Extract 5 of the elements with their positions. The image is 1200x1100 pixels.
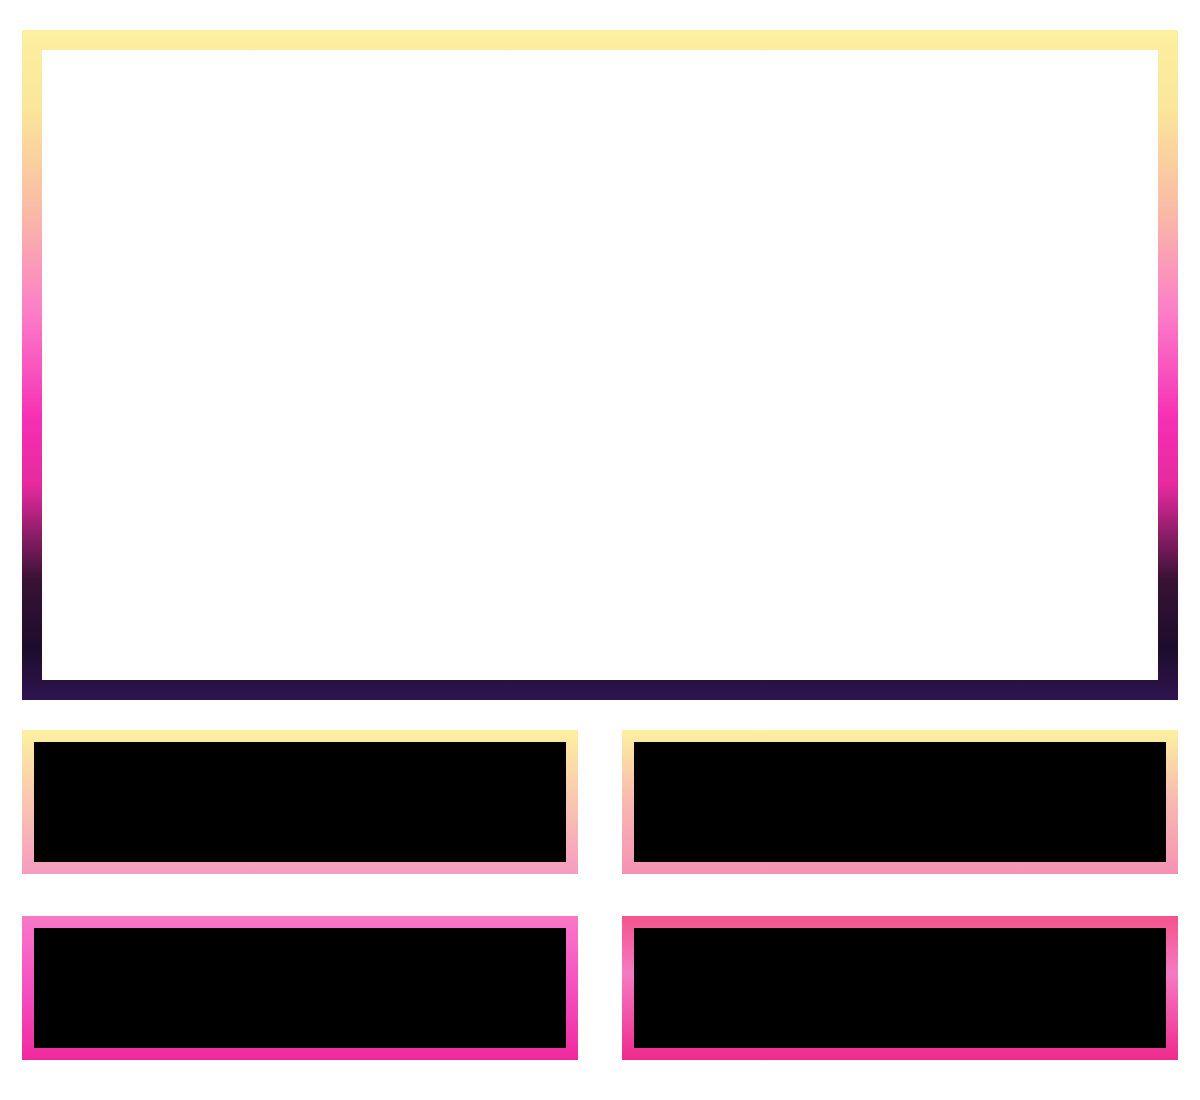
panel-box: [622, 916, 1178, 1060]
panel-box: [22, 916, 578, 1060]
panel-box: [22, 730, 578, 874]
screen-frame: [22, 30, 1178, 700]
panel-box: [622, 730, 1178, 874]
